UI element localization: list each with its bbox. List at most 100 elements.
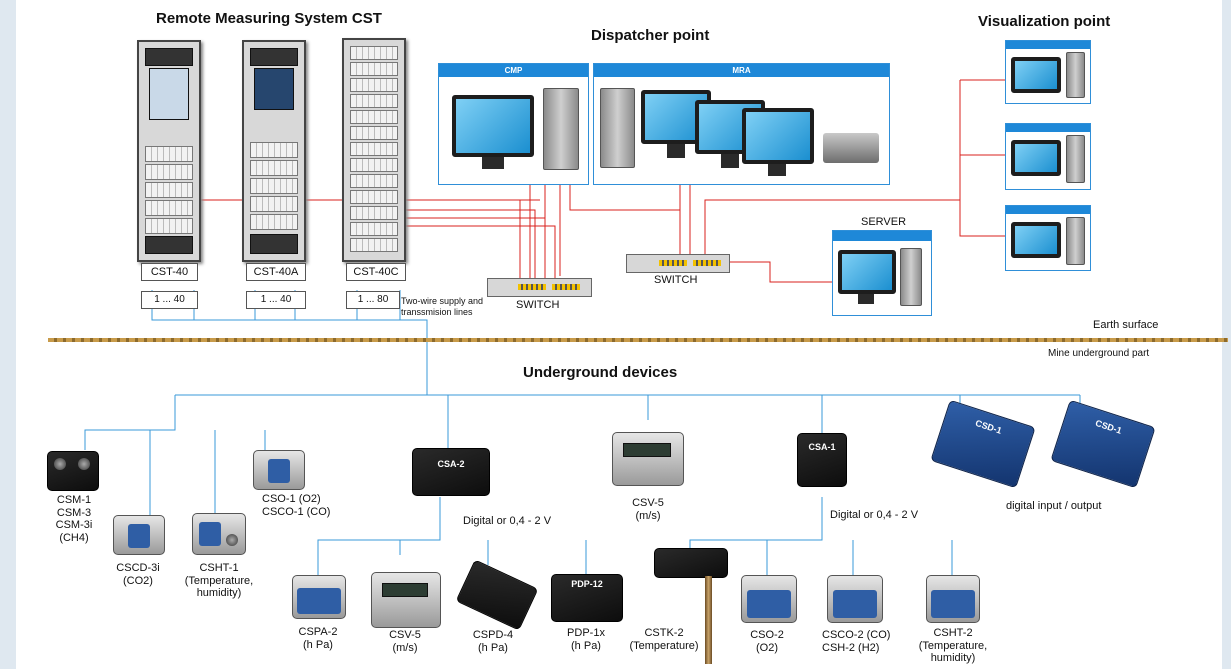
csm-name-3: CSM-3i xyxy=(55,519,93,532)
cso1-sensor xyxy=(253,450,305,490)
rack-cst-40a xyxy=(242,40,306,262)
pdp12-tag: PDP-12 xyxy=(571,579,603,589)
cspa2-name: CSPA-2 xyxy=(298,626,338,638)
rack-range-cst-40a: 1 ... 40 xyxy=(246,291,306,309)
csa1-module: CSA-1 xyxy=(797,433,847,487)
cso2-caption: CSO-2 (O2) xyxy=(737,629,797,654)
pdp1x-name: PDP-1x xyxy=(567,627,605,639)
csco1-gas: (CO) xyxy=(306,505,331,518)
cstk2-sensor-head xyxy=(654,548,728,578)
csm-sensor xyxy=(47,451,99,491)
mra-header: MRA xyxy=(594,64,889,77)
csht2-name: CSHT-2 xyxy=(933,627,973,639)
csht2-sensor xyxy=(926,575,980,623)
earth-surface-line xyxy=(48,338,1228,342)
wiring-note: Two-wire supply and transsmision lines xyxy=(401,296,483,318)
csv5-top-name: CSV-5 xyxy=(632,497,664,509)
cstk2-probe xyxy=(705,576,712,664)
cspa2-caption: CSPA-2 (h Pa) xyxy=(290,626,346,651)
csv5-top-sensor xyxy=(612,432,684,486)
cso2-name: CSO-2 xyxy=(750,629,784,641)
cstk2-param: (Temperature) xyxy=(629,639,699,652)
switch-1-label: SWITCH xyxy=(516,299,560,311)
switch-2-label: SWITCH xyxy=(654,274,698,286)
left-margin-band xyxy=(0,0,16,669)
csht2-caption: CSHT-2 (Temperature, humidity) xyxy=(912,627,994,665)
digital-io-caption: digital input / output xyxy=(1006,500,1102,512)
switch-2 xyxy=(626,254,730,273)
csco1-name: CSCO-1 xyxy=(262,505,304,518)
visualization-tower-1 xyxy=(1066,52,1085,98)
cspa2-sensor xyxy=(292,575,346,619)
csm-gas: (CH4) xyxy=(59,531,89,544)
visualization-title: Visualization point xyxy=(978,13,1111,30)
pdp1x-unit: (h Pa) xyxy=(571,639,601,652)
cso1-caption: CSO-1 (O2) CSCO-1 (CO) xyxy=(262,493,330,518)
rack-label-cst-40a: CST-40A xyxy=(246,263,306,281)
wiring-note-line2: transsmision lines xyxy=(401,306,473,317)
csht2-param-1: (Temperature, xyxy=(918,639,988,652)
csv5-bottom-unit: (m/s) xyxy=(392,641,418,654)
switch-1 xyxy=(487,278,592,297)
server-computer-tower xyxy=(900,248,922,306)
printer-icon xyxy=(823,133,879,163)
mine-underground-label: Mine underground part xyxy=(1048,348,1150,359)
csa2-module: CSA-2 xyxy=(412,448,490,496)
mra-computer-tower xyxy=(600,88,635,168)
csco2-name: CSCO-2 (CO) xyxy=(822,629,891,641)
cmp-computer-tower xyxy=(543,88,579,170)
signal-note-right: Digital or 0,4 - 2 V xyxy=(830,509,919,521)
cstk2-name: CSTK-2 xyxy=(644,627,684,639)
visualization-tower-2 xyxy=(1066,135,1085,183)
csco2-caption: CSCO-2 (CO) CSH-2 (H2) xyxy=(822,629,890,654)
csht1-param-1: (Temperature, xyxy=(184,574,254,587)
rack-label-cst-40c: CST-40C xyxy=(346,263,406,281)
rack-range-cst-40: 1 ... 40 xyxy=(141,291,198,309)
remote-system-title: Remote Measuring System CST xyxy=(156,10,382,27)
csm-caption: CSM-1 CSM-3 CSM-3i (CH4) xyxy=(47,494,101,545)
csv5-bottom-caption: CSV-5 (m/s) xyxy=(375,629,435,654)
rack-cst-40c xyxy=(342,38,406,262)
csa2-tag: CSA-2 xyxy=(437,459,465,469)
csht1-param-2: humidity) xyxy=(196,587,242,600)
csv5-bottom-name: CSV-5 xyxy=(389,629,421,641)
rack-cst-40 xyxy=(137,40,201,262)
cso2-sensor xyxy=(741,575,797,623)
wiring-note-line1: Two-wire supply and xyxy=(401,296,484,306)
cso2-gas: (O2) xyxy=(756,641,778,654)
blue-field-wires xyxy=(84,290,1081,575)
pdp1x-caption: PDP-1x (h Pa) xyxy=(558,627,614,652)
csv5-top-unit: (m/s) xyxy=(635,509,661,522)
dispatcher-title: Dispatcher point xyxy=(591,27,710,44)
csht2-param-2: humidity) xyxy=(930,652,976,665)
cscd-sensor xyxy=(113,515,165,555)
csv5-bottom-sensor xyxy=(371,572,441,628)
cspd4-name: CSPD-4 xyxy=(472,629,514,641)
earth-surface-label: Earth surface xyxy=(1093,319,1159,331)
csht1-caption: CSHT-1 (Temperature, humidity) xyxy=(178,562,260,600)
cmp-header: CMP xyxy=(439,64,588,77)
cspa2-unit: (h Pa) xyxy=(303,638,333,651)
cscd-name: CSCD-3i xyxy=(116,562,160,574)
right-margin-band xyxy=(1222,0,1231,669)
cscd-gas: (CO2) xyxy=(123,574,153,587)
csh2-name: CSH-2 (H2) xyxy=(822,641,880,654)
cspd4-caption: CSPD-4 (h Pa) xyxy=(465,629,521,654)
csht1-sensor xyxy=(192,513,246,555)
csm-name-2: CSM-3 xyxy=(56,506,92,519)
csa1-tag: CSA-1 xyxy=(808,442,836,452)
underground-title: Underground devices xyxy=(523,364,678,381)
cso1-name: CSO-1 xyxy=(262,493,296,505)
signal-note-left: Digital or 0,4 - 2 V xyxy=(463,515,552,527)
csco2-sensor xyxy=(827,575,883,623)
cspd4-unit: (h Pa) xyxy=(478,641,508,654)
csm-name-1: CSM-1 xyxy=(56,494,92,506)
rack-label-cst-40: CST-40 xyxy=(141,263,198,281)
server-label: SERVER xyxy=(861,216,907,228)
csht1-name: CSHT-1 xyxy=(199,562,239,574)
rack-range-cst-40c: 1 ... 80 xyxy=(346,291,400,309)
visualization-tower-3 xyxy=(1066,217,1085,265)
pdp12-module: PDP-12 xyxy=(551,574,623,622)
cscd-caption: CSCD-3i (CO2) xyxy=(108,562,168,587)
cstk2-caption: CSTK-2 (Temperature) xyxy=(624,627,704,652)
